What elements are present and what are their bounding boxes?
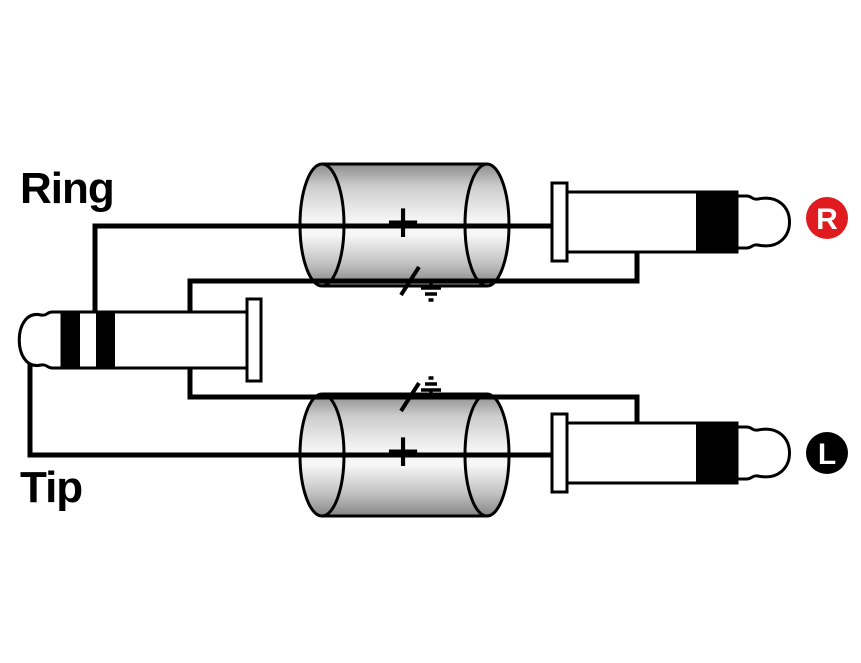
earth-ground-icon bbox=[421, 281, 441, 302]
trs-plug-tip bbox=[17, 310, 64, 370]
earth-ground-icon bbox=[421, 376, 441, 397]
ts-plug-flange bbox=[550, 412, 569, 494]
ground-wire-bottom bbox=[187, 366, 640, 425]
ts-plug-right-channel: R bbox=[550, 181, 848, 263]
insulator-band bbox=[696, 191, 738, 253]
shield-break-bottom bbox=[399, 376, 441, 413]
tip-signal-wire bbox=[27, 345, 560, 458]
ts-plug-tip bbox=[735, 425, 791, 481]
stereo-trs-plug bbox=[17, 297, 263, 383]
plus-symbol-bottom: + bbox=[386, 419, 420, 484]
ts-plug-left-channel: L bbox=[550, 412, 848, 494]
right-channel-badge-label: R bbox=[816, 203, 838, 236]
trs-plug-sleeve bbox=[60, 310, 249, 370]
slash-icon bbox=[399, 381, 421, 413]
left-channel-badge bbox=[806, 432, 848, 474]
shield-break-top bbox=[399, 265, 441, 302]
ground-wire-top bbox=[187, 250, 640, 316]
ts-plug-flange bbox=[550, 181, 569, 263]
ts-plug-tip bbox=[735, 194, 791, 250]
insulator-band-1 bbox=[61, 311, 80, 369]
ring-label: Ring bbox=[20, 164, 114, 213]
tip-label: Tip bbox=[20, 463, 82, 512]
insulator-band-2 bbox=[96, 311, 115, 369]
right-channel-badge bbox=[806, 197, 848, 239]
left-channel-badge-label: L bbox=[818, 438, 836, 471]
plus-symbol-top: + bbox=[386, 190, 420, 255]
ring-signal-wire bbox=[92, 223, 560, 316]
slash-icon bbox=[399, 265, 421, 297]
trs-plug-flange bbox=[245, 297, 263, 383]
insulator-band bbox=[696, 422, 738, 484]
